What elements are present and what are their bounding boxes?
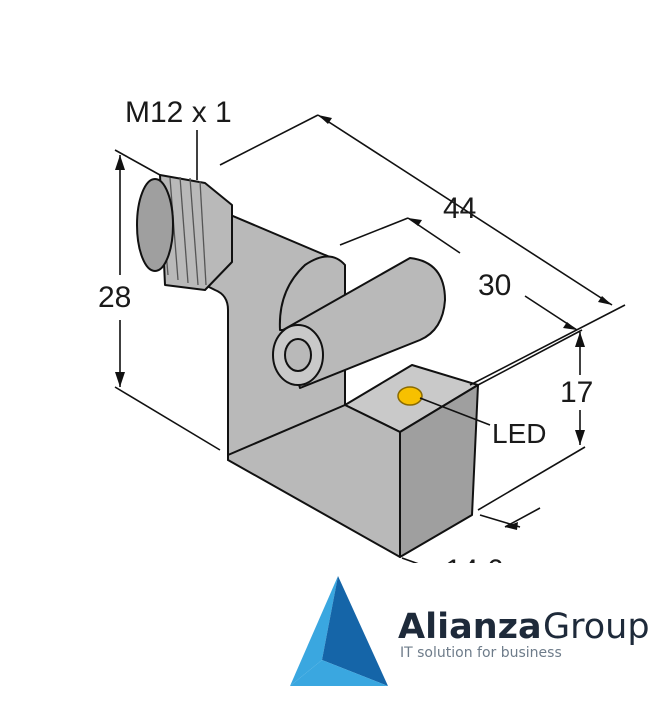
dim-height-block: 17 bbox=[560, 376, 593, 409]
lens-cylinder bbox=[272, 257, 446, 389]
dimension-lines bbox=[114, 114, 626, 569]
dim-height-overall: 28 bbox=[98, 281, 131, 314]
dim-length-overall: 44 bbox=[443, 192, 476, 225]
connector-end-face bbox=[136, 178, 174, 272]
lens-bore bbox=[284, 338, 312, 372]
led-label: LED bbox=[492, 418, 546, 449]
sensor-housing bbox=[194, 199, 479, 558]
triangle-logo-mark bbox=[290, 576, 388, 686]
led-indicator bbox=[397, 386, 423, 406]
brand-name-regular: Group bbox=[543, 607, 650, 647]
m12-connector bbox=[136, 174, 233, 291]
arrowheads bbox=[115, 115, 612, 530]
dim-length-body: 30 bbox=[478, 269, 511, 302]
brand-tagline: IT solution for business bbox=[400, 645, 562, 661]
watermark-logo: Alianza Group IT solution for business bbox=[290, 576, 650, 686]
block-front-face bbox=[399, 384, 479, 558]
brand-name-bold: Alianza bbox=[398, 607, 542, 647]
thread-label: M12 x 1 bbox=[125, 96, 232, 129]
